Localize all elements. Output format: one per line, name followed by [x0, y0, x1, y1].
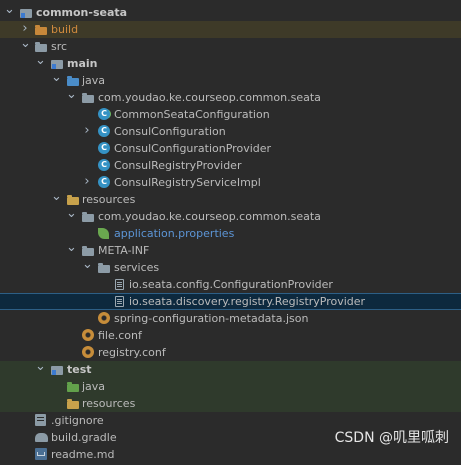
- chevron-down-icon[interactable]: [4, 4, 14, 21]
- tree-node-java[interactable]: java: [0, 72, 461, 89]
- tree-node-label: CommonSeataConfiguration: [114, 108, 270, 121]
- tree-node-file[interactable]: build.gradle: [0, 429, 461, 446]
- folder-icon: [82, 211, 94, 222]
- tree-node-package[interactable]: com.youdao.ke.courseop.common.seata: [0, 89, 461, 106]
- folder-icon: [35, 24, 47, 35]
- chevron-down-icon[interactable]: [66, 89, 76, 106]
- tree-node-file[interactable]: registry.conf: [0, 344, 461, 361]
- tree-node-label: ConsulRegistryServiceImpl: [114, 176, 261, 189]
- watermark: CSDN @叽里呱刺: [334, 430, 449, 446]
- class-icon: C: [98, 108, 110, 120]
- tree-node-file[interactable]: io.seata.config.ConfigurationProvider: [0, 276, 461, 293]
- tree-node-root[interactable]: common-seata: [0, 4, 461, 21]
- tree-node-label: src: [51, 40, 68, 53]
- package-icon: [82, 92, 94, 103]
- test-folder-icon: [67, 381, 79, 392]
- tree-node-services[interactable]: services: [0, 259, 461, 276]
- chevron-right-icon[interactable]: [82, 123, 92, 140]
- tree-node-class[interactable]: C ConsulConfigurationProvider: [0, 140, 461, 157]
- chevron-down-icon[interactable]: [66, 242, 76, 259]
- test-resources-folder-icon: [67, 398, 79, 409]
- tree-node-label: com.youdao.ke.courseop.common.seata: [98, 91, 321, 104]
- tree-node-label: spring-configuration-metadata.json: [114, 312, 309, 325]
- tree-node-file-selected[interactable]: io.seata.discovery.registry.RegistryProv…: [0, 293, 461, 310]
- source-folder-icon: [67, 75, 79, 86]
- markdown-icon: [35, 448, 47, 460]
- tree-node-main[interactable]: main: [0, 55, 461, 72]
- tree-node-class[interactable]: C ConsulRegistryServiceImpl: [0, 174, 461, 191]
- tree-node-resources[interactable]: resources: [0, 191, 461, 208]
- tree-node-file[interactable]: application.properties: [0, 225, 461, 242]
- tree-node-file[interactable]: file.conf: [0, 327, 461, 344]
- class-icon: C: [98, 142, 110, 154]
- class-icon: C: [98, 125, 110, 137]
- tree-node-label: java: [82, 380, 106, 393]
- tree-node-label: readme.md: [51, 448, 115, 461]
- tree-node-class[interactable]: C ConsulConfiguration: [0, 123, 461, 140]
- folder-icon: [98, 262, 110, 273]
- tree-node-label: build.gradle: [51, 431, 117, 444]
- config-file-icon: [98, 312, 110, 324]
- tree-node-test[interactable]: test: [0, 361, 461, 378]
- module-icon: [20, 7, 32, 18]
- tree-node-file[interactable]: .gitignore: [0, 412, 461, 429]
- tree-node-label: resources: [82, 397, 136, 410]
- chevron-down-icon[interactable]: [66, 208, 76, 225]
- chevron-down-icon[interactable]: [51, 191, 61, 208]
- tree-node-label: common-seata: [36, 6, 128, 19]
- folder-icon: [82, 245, 94, 256]
- tree-node-label: registry.conf: [98, 346, 166, 359]
- tree-node-label: com.youdao.ke.courseop.common.seata: [98, 210, 321, 223]
- gitignore-icon: [35, 414, 46, 426]
- module-icon: [51, 364, 63, 375]
- tree-node-test-resources[interactable]: resources: [0, 395, 461, 412]
- tree-node-class[interactable]: C CommonSeataConfiguration: [0, 106, 461, 123]
- tree-node-label: build: [51, 23, 79, 36]
- config-file-icon: [82, 346, 94, 358]
- chevron-down-icon[interactable]: [35, 55, 45, 72]
- gradle-icon: [35, 433, 48, 442]
- tree-node-label: application.properties: [114, 227, 235, 240]
- tree-node-label: ConsulConfigurationProvider: [114, 142, 272, 155]
- tree-node-label: ConsulConfiguration: [114, 125, 226, 138]
- chevron-right-icon[interactable]: [82, 174, 92, 191]
- tree-node-label: file.conf: [98, 329, 142, 342]
- tree-node-label: test: [67, 363, 92, 376]
- tree-node-label: ConsulRegistryProvider: [114, 159, 242, 172]
- resources-folder-icon: [67, 194, 79, 205]
- spring-leaf-icon: [98, 228, 109, 239]
- text-file-icon: [115, 296, 124, 307]
- class-icon: C: [98, 176, 110, 188]
- tree-node-label: resources: [82, 193, 136, 206]
- chevron-down-icon[interactable]: [35, 361, 45, 378]
- tree-node-res-package[interactable]: com.youdao.ke.courseop.common.seata: [0, 208, 461, 225]
- module-icon: [51, 58, 63, 69]
- tree-node-label: io.seata.config.ConfigurationProvider: [129, 278, 333, 291]
- chevron-down-icon[interactable]: [51, 72, 61, 89]
- tree-node-label: io.seata.discovery.registry.RegistryProv…: [129, 295, 366, 308]
- tree-node-label: main: [67, 57, 98, 70]
- tree-node-label: META-INF: [98, 244, 150, 257]
- tree-node-label: services: [114, 261, 160, 274]
- tree-node-label: java: [82, 74, 106, 87]
- chevron-down-icon[interactable]: [20, 38, 30, 55]
- tree-node-class[interactable]: C ConsulRegistryProvider: [0, 157, 461, 174]
- chevron-down-icon[interactable]: [82, 259, 92, 276]
- text-file-icon: [115, 279, 124, 290]
- tree-node-label: .gitignore: [51, 414, 104, 427]
- tree-node-build[interactable]: build: [0, 21, 461, 38]
- tree-node-src[interactable]: src: [0, 38, 461, 55]
- project-tree: common-seata build src main java com.you…: [0, 4, 461, 463]
- folder-icon: [35, 41, 47, 52]
- tree-node-file[interactable]: spring-configuration-metadata.json: [0, 310, 461, 327]
- tree-node-test-java[interactable]: java: [0, 378, 461, 395]
- tree-node-meta-inf[interactable]: META-INF: [0, 242, 461, 259]
- tree-node-file[interactable]: readme.md: [0, 446, 461, 463]
- config-file-icon: [82, 329, 94, 341]
- class-icon: C: [98, 159, 110, 171]
